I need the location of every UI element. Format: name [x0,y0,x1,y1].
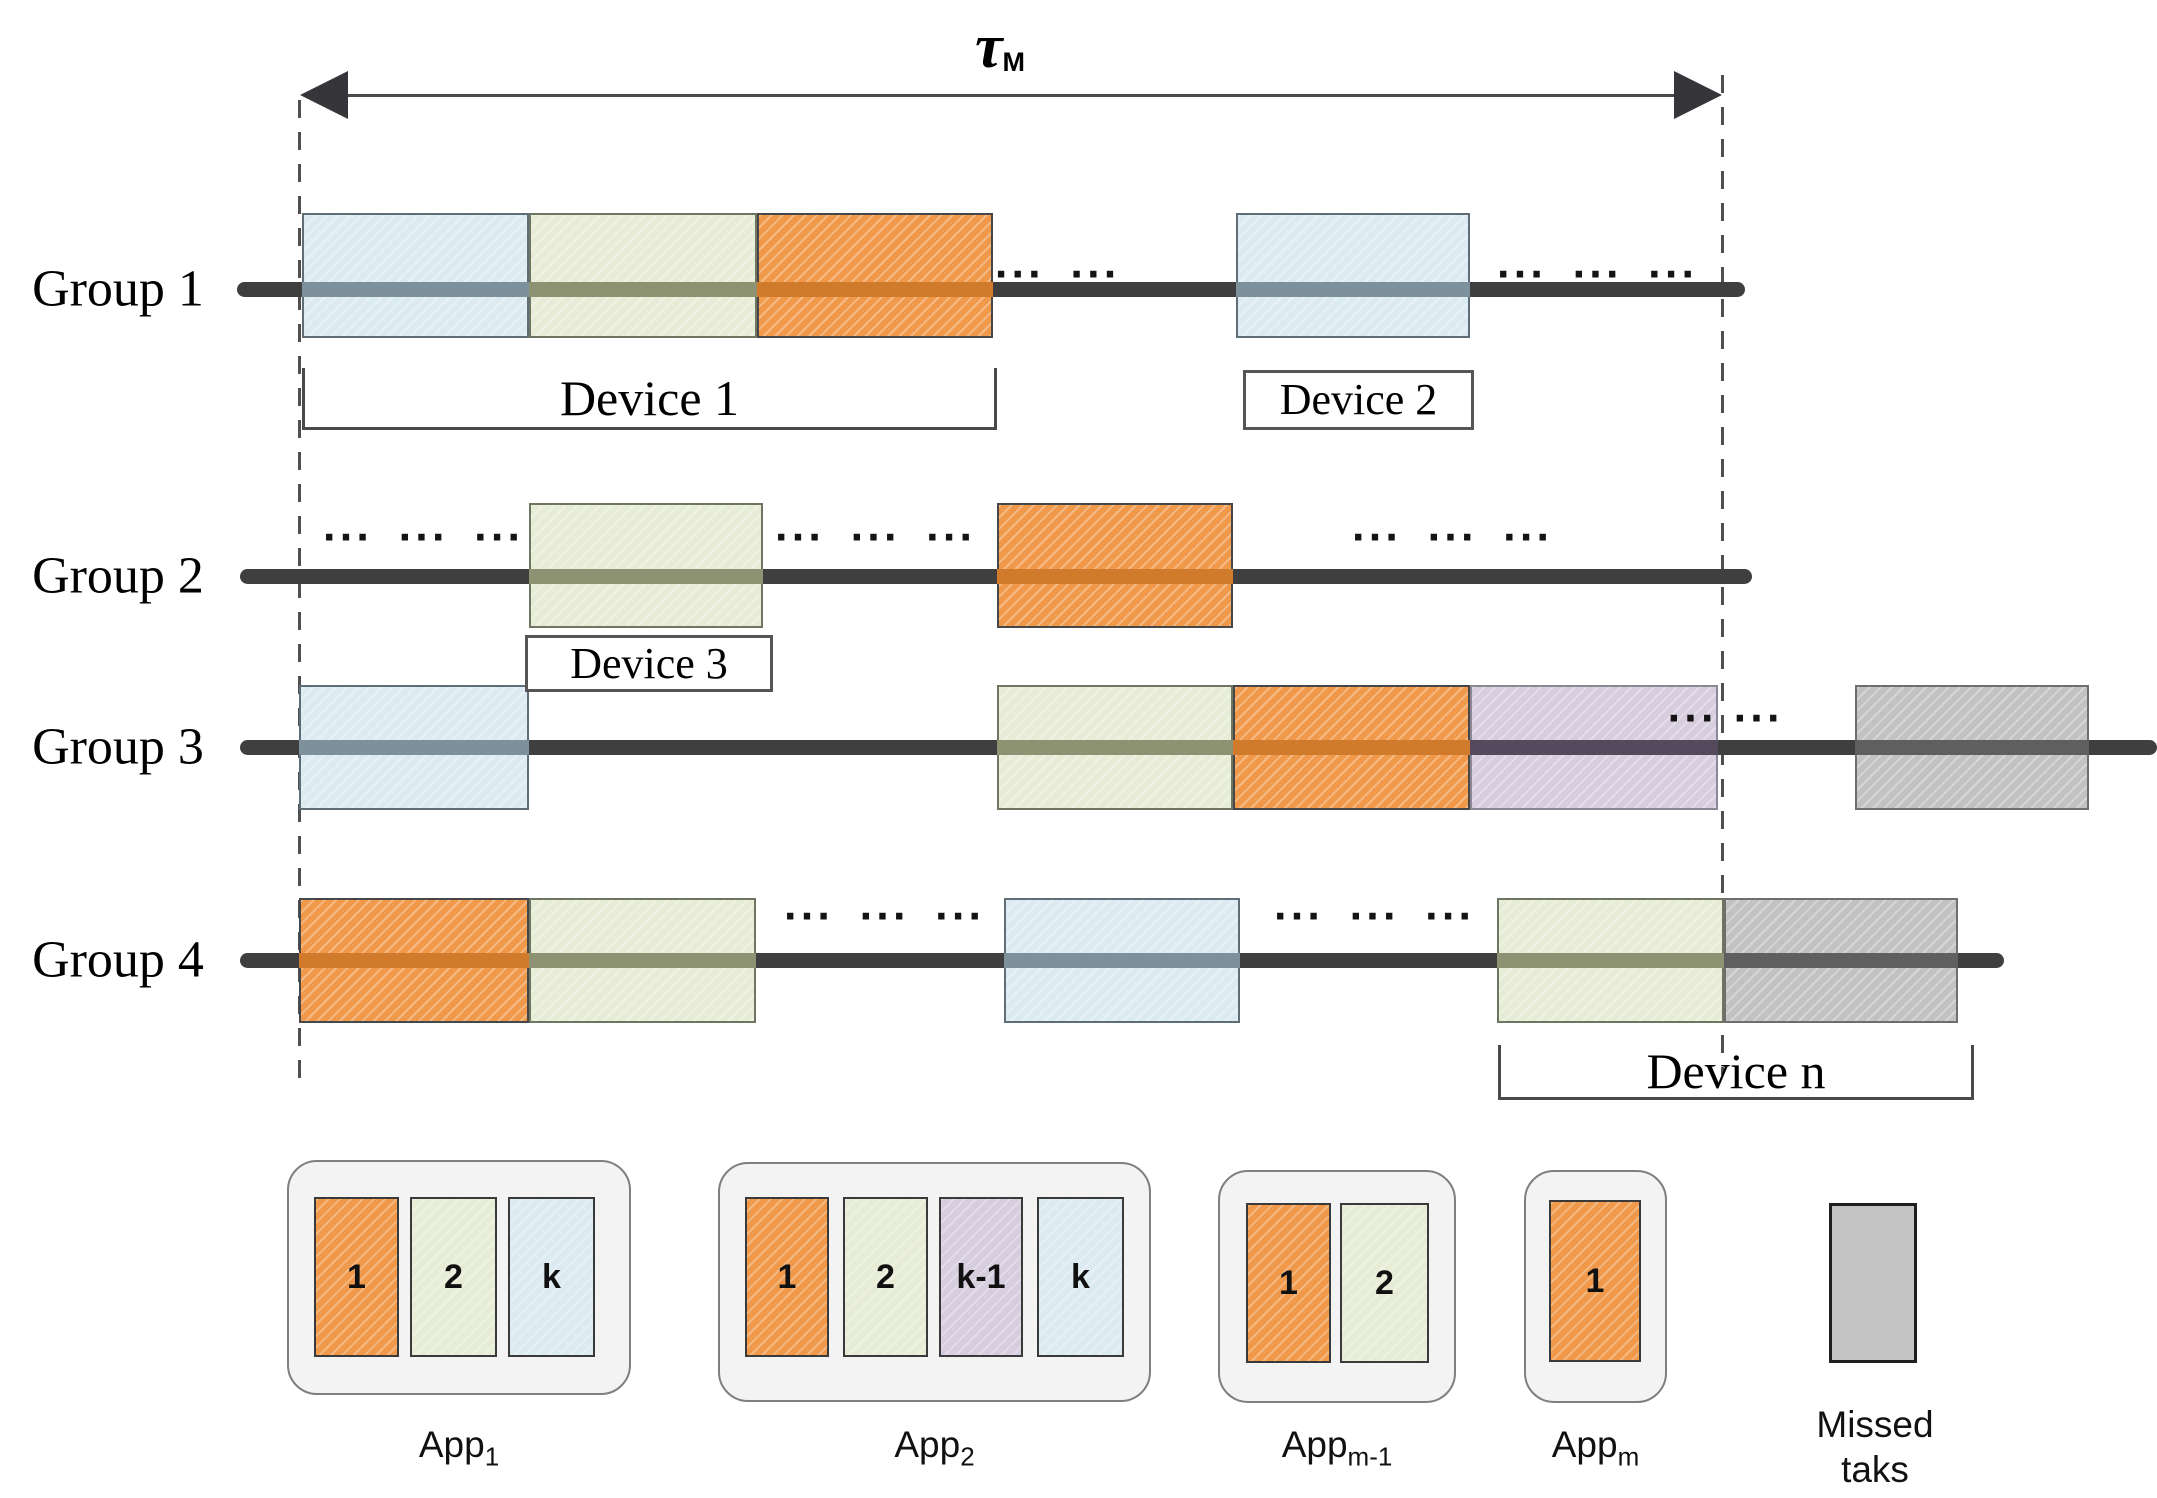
tau-arrow-line [334,94,1688,97]
task-block-gray [1724,898,1958,1023]
legend-task-chip-blue: k [508,1197,595,1357]
group-label-group-1: Group 1 [32,260,204,318]
task-block-blue [302,213,529,338]
timeline-overlap-stripe [757,281,993,297]
ellipsis-dots: ... ... [994,245,1120,287]
timeline-overlap-stripe [529,952,756,968]
group-label-group-4: Group 4 [32,931,204,989]
timeline-overlap-stripe [529,568,763,584]
ellipsis-dots: ... ... ... [783,887,985,929]
task-block-green [529,898,756,1023]
legend-task-chip-orange: 1 [1246,1203,1331,1363]
ellipsis-dots: ... ... ... [1273,887,1475,929]
task-block-blue [1236,213,1470,338]
tau-subscript: M [1002,47,1026,78]
timeline-overlap-stripe [1470,739,1718,755]
group-label-group-2: Group 2 [32,547,204,605]
device-bracket-label: Device n [1646,1043,1826,1099]
task-block-green [529,503,763,628]
legend-app-1-label: App1 [418,1424,500,1472]
timeline-overlap-stripe [1855,739,2089,755]
legend-app-2-label: App2 [894,1424,975,1472]
timeline-overlap-stripe [302,281,529,297]
group-label-group-3: Group 3 [32,718,204,776]
timeline-overlap-stripe [1236,281,1470,297]
legend-task-chip-orange: 1 [314,1197,399,1357]
legend-task-chip-blue: k [1037,1197,1124,1357]
legend-task-chip-purple: k-1 [939,1197,1023,1357]
task-block-orange [757,213,993,338]
task-block-blue [299,685,529,810]
ellipsis-dots: ... ... ... [322,508,524,550]
timeline-group-2 [240,568,1752,584]
ellipsis-dots: ... ... ... [774,508,976,550]
device-box-device-3: Device 3 [525,635,773,692]
timeline-overlap-stripe [299,739,529,755]
timeline-overlap-stripe [1233,739,1470,755]
missed-tasks-swatch [1829,1203,1917,1363]
ellipsis-dots: ... [1666,689,1718,731]
legend-task-chip-orange: 1 [1549,1200,1641,1362]
legend-task-chip-green: 2 [843,1197,928,1357]
deadline-dashed-line-1 [298,100,301,1078]
device-box-device-2: Device 2 [1243,370,1474,430]
device-box-label: Device 3 [570,638,728,688]
tau-arrow-right-head [1674,71,1722,119]
task-block-green [997,685,1233,810]
timeline-overlap-stripe [529,281,757,297]
device-box-label: Device 2 [1279,375,1438,424]
timeline-overlap-stripe [1497,952,1724,968]
task-block-orange [299,898,529,1023]
timeline-overlap-stripe [997,739,1233,755]
timeline-overlap-stripe [997,568,1233,584]
task-block-green [529,213,757,338]
task-block-orange [1233,685,1470,810]
tau-arrow-left-head [300,71,348,119]
legend-task-chip-green: 2 [1340,1203,1429,1363]
timeline-overlap-stripe [1004,952,1240,968]
legend-task-chip-orange: 1 [745,1197,829,1357]
task-block-gray [1855,685,2089,810]
device-bracket-label: Device 1 [559,369,740,426]
ellipsis-dots: ... ... ... [1351,508,1553,550]
timeline-overlap-stripe [1724,952,1958,968]
task-block-orange [997,503,1233,628]
device-bracket-device-1: Device 1 [302,368,997,430]
device-bracket-device-n: Device n [1498,1045,1974,1100]
task-block-blue [1004,898,1240,1023]
ellipsis-dots: ... ... ... [1496,245,1698,287]
legend-app-m-label: Appm [1551,1424,1640,1472]
legend-app-m-1-label: Appm-1 [1281,1424,1393,1472]
tau-symbol: τ [974,13,1003,81]
tau-m-label: τM [930,12,1070,83]
ellipsis-dots: ... [1732,689,1784,731]
legend-task-chip-green: 2 [410,1197,497,1357]
task-block-green [1497,898,1724,1023]
task-block-purple [1470,685,1718,810]
timeline-overlap-stripe [299,952,529,968]
